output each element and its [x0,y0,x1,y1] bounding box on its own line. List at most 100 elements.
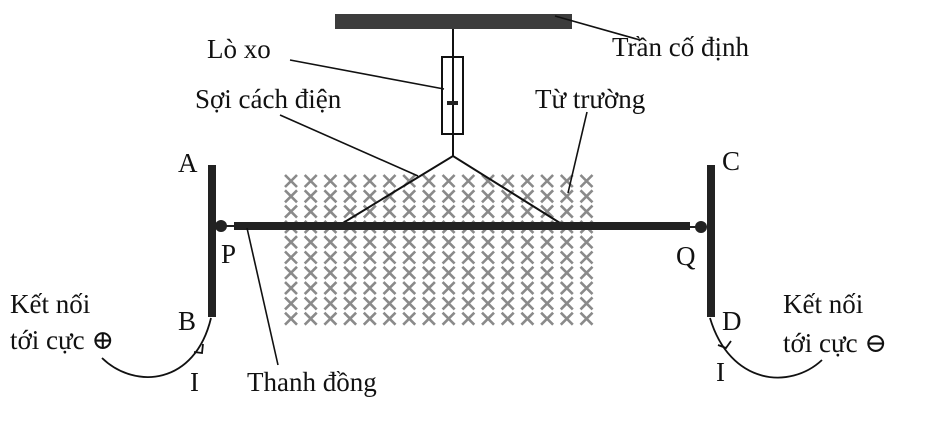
field-cross-mark [579,265,594,280]
label-rod: Thanh đồng [247,367,377,397]
field-cross-mark [520,311,535,326]
field-cross-mark [362,189,377,204]
field-cross-mark [500,311,515,326]
field-cross-mark [362,311,377,326]
field-cross-mark [559,281,574,296]
field-cross-mark [323,311,338,326]
field-cross-mark [284,281,298,296]
field-cross-mark [343,235,358,250]
field-cross-mark [441,235,456,250]
field-cross-mark [421,296,436,311]
field-cross-mark [579,311,594,326]
field-cross-mark [540,204,555,219]
field-cross-mark [461,265,476,280]
field-cross-mark [421,250,436,265]
field-cross-mark [441,296,456,311]
field-cross-mark [540,250,555,265]
field-cross-mark [481,204,495,219]
field-cross-mark [461,296,476,311]
magnetic-field-grid [284,174,594,326]
field-cross-mark [559,235,574,250]
field-cross-mark [421,189,436,204]
field-cross-mark [323,296,338,311]
label-p: P [221,239,236,269]
field-cross-mark [520,296,535,311]
field-cross-mark [382,235,397,250]
leader-field [567,111,588,194]
right-connection-line2: tới cực ⊖ [783,328,887,358]
field-cross-mark [481,250,495,265]
leader-rod [246,227,279,366]
field-cross-mark [323,250,338,265]
field-cross-mark [402,235,417,250]
leader-spring [289,59,445,90]
field-cross-mark [441,311,456,326]
field-cross-mark [461,204,476,219]
field-cross-mark [421,265,436,280]
field-cross-mark [540,311,555,326]
field-cross-mark [500,296,515,311]
field-cross-mark [500,250,515,265]
field-cross-mark [343,281,358,296]
field-cross-mark [382,296,397,311]
field-cross-mark [323,265,338,280]
field-cross-mark [481,265,495,280]
field-cross-mark [500,204,515,219]
label-spring: Lò xo [207,34,271,64]
arrow-icon [193,343,204,355]
field-cross-mark [303,311,318,326]
field-cross-mark [402,250,417,265]
field-cross-mark [520,265,535,280]
field-cross-mark [579,250,594,265]
label-insulator: Sợi cách điện [195,84,342,114]
contact-q [695,221,707,233]
current-wire-right [709,317,823,379]
label-ceiling: Trần cố định [612,32,750,62]
field-cross-mark [343,311,358,326]
field-cross-mark [382,250,397,265]
field-cross-mark [323,204,338,219]
field-cross-mark [343,250,358,265]
fixed-ceiling [335,14,572,29]
field-cross-mark [500,174,515,188]
insulating-strings [342,154,561,224]
field-cross-mark [461,189,476,204]
label-current-right: I [716,357,725,387]
field-cross-mark [284,250,298,265]
label-a: A [178,148,198,178]
field-cross-mark [540,174,555,188]
field-cross-mark [303,250,318,265]
field-cross-mark [284,235,298,250]
field-cross-mark [402,189,417,204]
label-q: Q [676,241,696,271]
leader-ceiling [554,15,641,41]
field-cross-mark [343,189,358,204]
field-cross-mark [559,250,574,265]
field-cross-mark [481,281,495,296]
field-cross-mark [421,174,436,188]
field-cross-mark [520,174,535,188]
field-cross-mark [382,265,397,280]
field-cross-mark [559,296,574,311]
spring-marker [447,101,458,105]
field-cross-mark [540,235,555,250]
field-cross-mark [421,204,436,219]
field-cross-mark [323,235,338,250]
field-cross-mark [362,265,377,280]
field-cross-mark [323,174,338,188]
field-cross-mark [402,281,417,296]
field-cross-mark [284,296,298,311]
field-cross-mark [441,174,456,188]
field-cross-mark [303,281,318,296]
field-cross-mark [579,281,594,296]
field-cross-mark [284,311,298,326]
field-cross-mark [559,189,574,204]
field-cross-mark [303,235,318,250]
field-cross-mark [559,204,574,219]
field-cross-mark [579,174,594,188]
field-cross-mark [402,265,417,280]
field-cross-mark [520,250,535,265]
field-cross-mark [303,204,318,219]
field-cross-mark [303,189,318,204]
field-cross-mark [362,281,377,296]
